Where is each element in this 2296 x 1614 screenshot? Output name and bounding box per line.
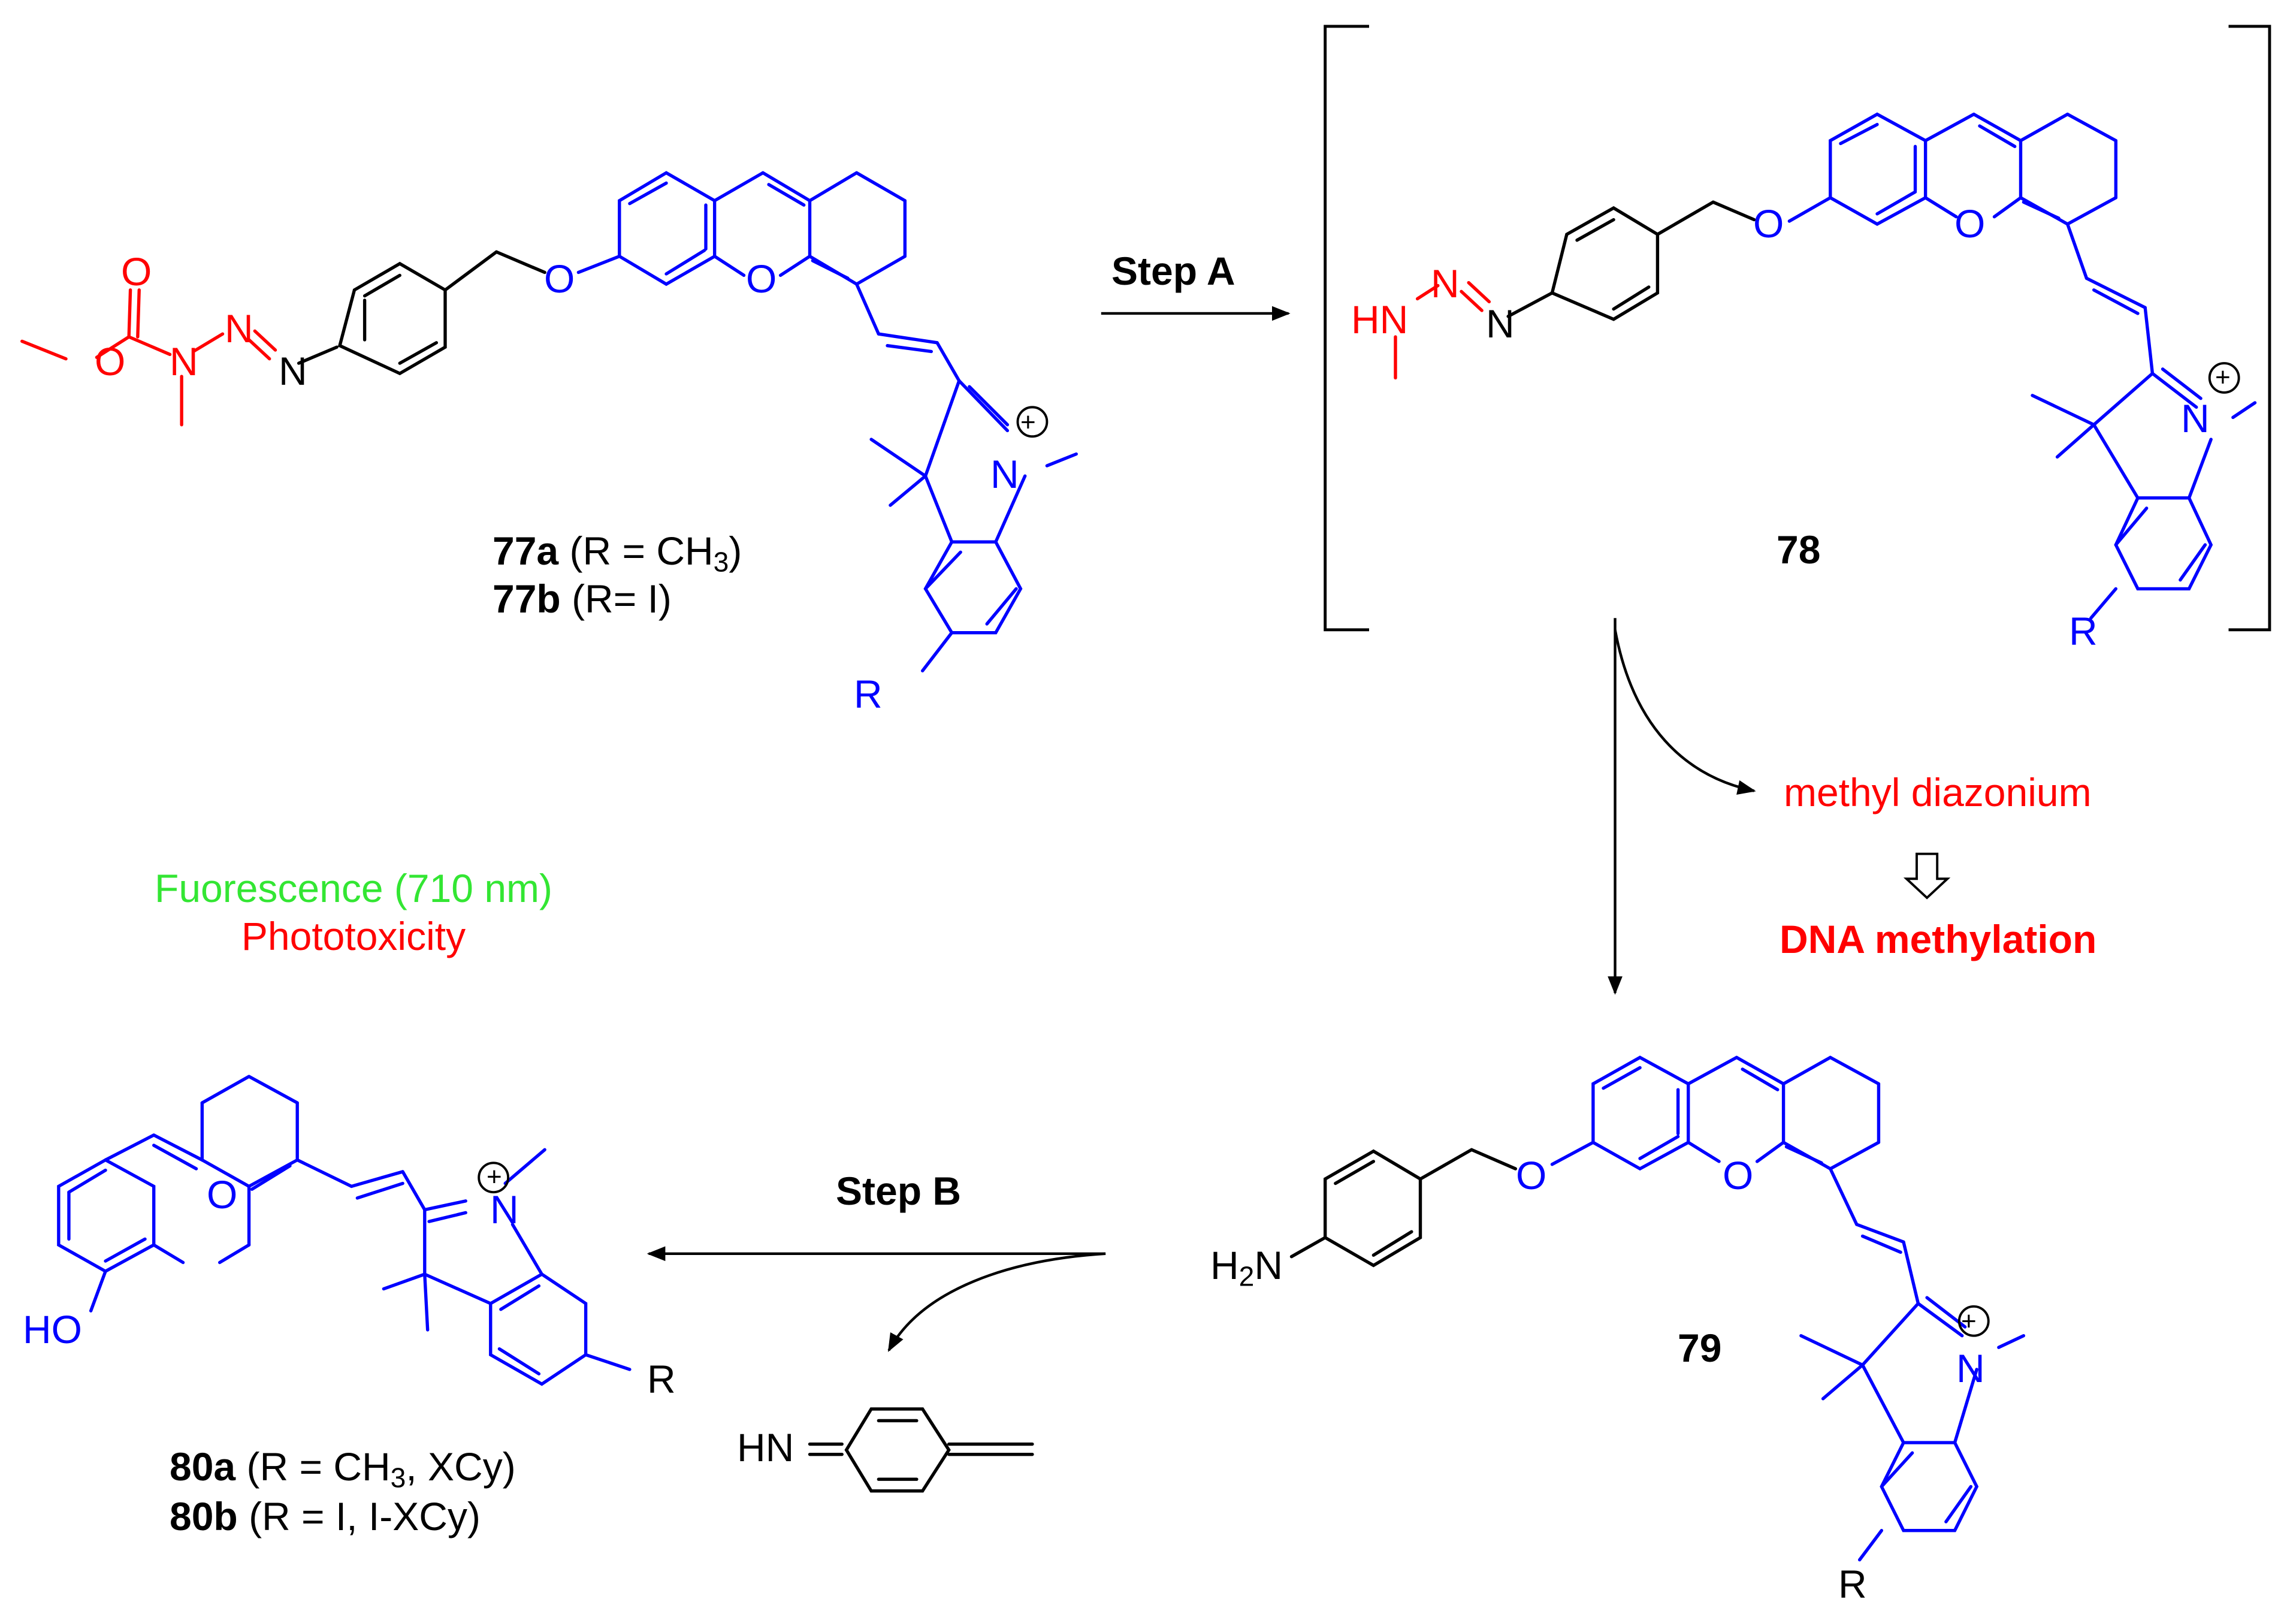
- atom-r-78: R: [2069, 609, 2098, 653]
- plus-charge-icon: +: [487, 1162, 502, 1191]
- plus-charge-icon: +: [2215, 363, 2231, 392]
- atom-o-ether-79: O: [1516, 1153, 1547, 1197]
- atom-o-pyran-80: O: [207, 1172, 238, 1217]
- compound-77-structure: [20, 171, 1078, 672]
- reaction-arrows: [646, 306, 1951, 1352]
- compound-77a-label: 77a (R = CH3): [493, 529, 742, 578]
- atom-o-ether-78: O: [1753, 201, 1784, 246]
- dna-methylation-label: DNA methylation: [1780, 917, 2097, 961]
- compound-80a-label: 80a (R = CH3, XCy): [170, 1444, 516, 1494]
- fluorescence-label: Fuorescence (710 nm): [155, 866, 552, 910]
- step-a-label: Step A: [1111, 249, 1235, 293]
- atom-r-79: R: [1838, 1562, 1867, 1606]
- atom-n-indolium-79: N: [1956, 1346, 1985, 1390]
- compound-77b-label: 77b (R= I): [493, 577, 672, 621]
- atom-n-indolium-77: N: [990, 452, 1019, 496]
- atom-o-carbonyl: O: [121, 249, 152, 294]
- atom-n-triazene: N: [225, 306, 253, 351]
- implies-arrow: [1903, 852, 1951, 900]
- atom-n-indolium-80: N: [490, 1187, 519, 1232]
- elimination-curved-arrow: [887, 1252, 1106, 1352]
- atom-hn-imine: HN: [737, 1425, 794, 1470]
- bracket: [1324, 25, 2271, 632]
- atom-n-carbamate: N: [170, 339, 198, 384]
- atom-o-pyran-77: O: [746, 257, 777, 301]
- atom-r-77: R: [854, 672, 883, 716]
- atom-n-78a: N: [1431, 261, 1460, 306]
- atom-o-ether-77: O: [544, 257, 575, 301]
- byproduct-curved-arrow: [1614, 629, 1756, 795]
- atom-n-indolium-78: N: [2181, 396, 2210, 441]
- atom-h2n-79: H2N: [1210, 1243, 1283, 1292]
- phototoxicity-label: Phototoxicity: [241, 914, 466, 958]
- atom-o-pyran-79: O: [1723, 1153, 1754, 1197]
- plus-charge-icon: +: [1020, 408, 1036, 437]
- atom-o-ester: O: [95, 339, 126, 384]
- plus-charge-icon: +: [1961, 1307, 1977, 1336]
- atom-hn-78: HN: [1351, 297, 1409, 342]
- quinone-imine-methide-structure: [808, 1407, 1034, 1493]
- atom-ho-80: HO: [23, 1307, 82, 1351]
- atom-o-pyran-78: O: [1954, 201, 1986, 246]
- compound-78-structure: [1394, 112, 2257, 620]
- compound-78-label: 78: [1777, 527, 1821, 572]
- compound-79-label: 79: [1678, 1326, 1722, 1370]
- compound-80-structure: [57, 1075, 632, 1386]
- methyl-diazonium-label: methyl diazonium: [1784, 770, 2092, 814]
- compound-79-structure: [1289, 1055, 2026, 1562]
- step-b-label: Step B: [836, 1169, 962, 1213]
- atom-n-aryl: N: [279, 349, 307, 393]
- atom-n-78b: N: [1486, 301, 1515, 346]
- atom-r-80: R: [647, 1357, 676, 1401]
- compound-80b-label: 80b (R = I, I-XCy): [170, 1494, 481, 1538]
